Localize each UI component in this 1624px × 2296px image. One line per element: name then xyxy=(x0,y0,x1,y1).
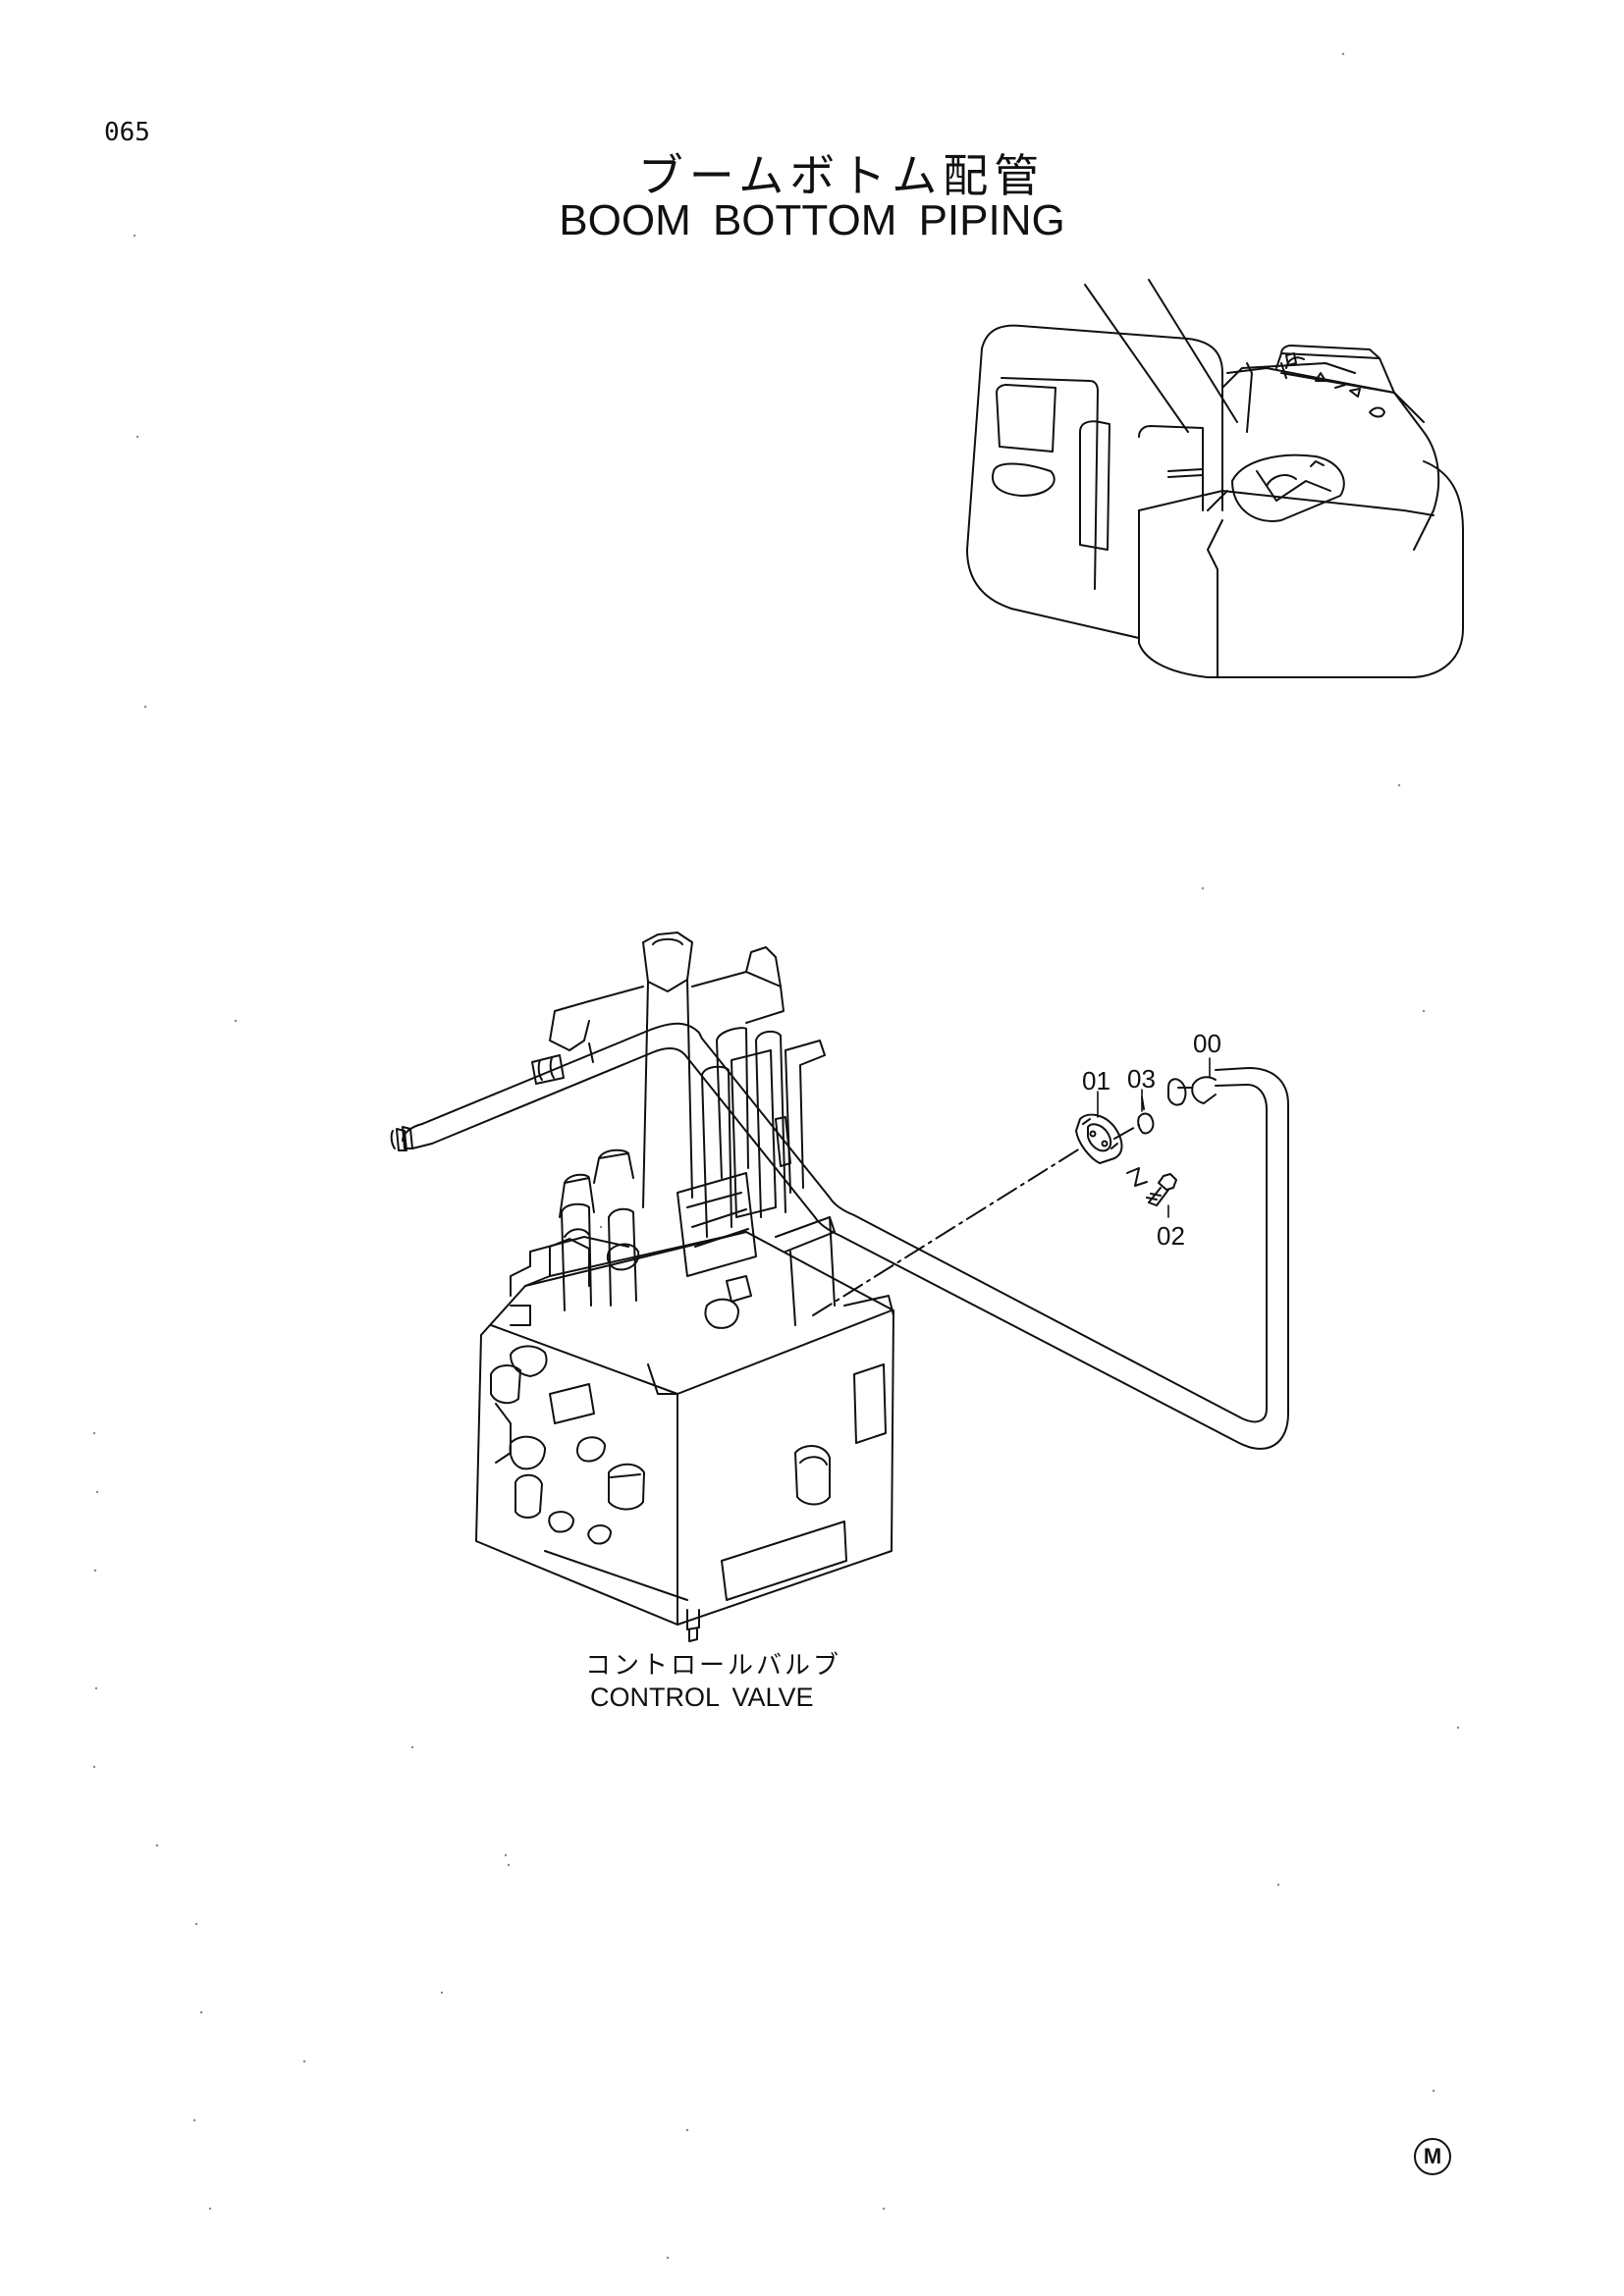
alignment-lines xyxy=(812,1087,1192,1316)
scan-speckle-dots xyxy=(92,52,1460,2260)
flange-fittings xyxy=(1075,1096,1177,1206)
control-valve-label-japanese: コントロールバルブ xyxy=(585,1651,842,1681)
page-number: 065 xyxy=(104,118,150,147)
callout-label-03: 03 xyxy=(1127,1064,1156,1094)
circled-m-mark: M xyxy=(1414,2138,1451,2175)
boom-bottom-pipe xyxy=(390,1022,1289,1450)
page-title-english: BOOM BOTTOM PIPING xyxy=(559,196,1065,244)
control-valve-label-english: CONTROL VALVE xyxy=(590,1682,814,1712)
excavator-locator-illustration xyxy=(966,279,1464,678)
callout-label-02: 02 xyxy=(1157,1221,1185,1251)
leader-lines xyxy=(1097,1057,1211,1218)
callout-label-00: 00 xyxy=(1193,1029,1221,1058)
control-valve-drawing xyxy=(475,932,894,1642)
page-title-japanese: ブームボトム配管 xyxy=(637,149,1046,202)
callout-label-01: 01 xyxy=(1082,1066,1110,1095)
